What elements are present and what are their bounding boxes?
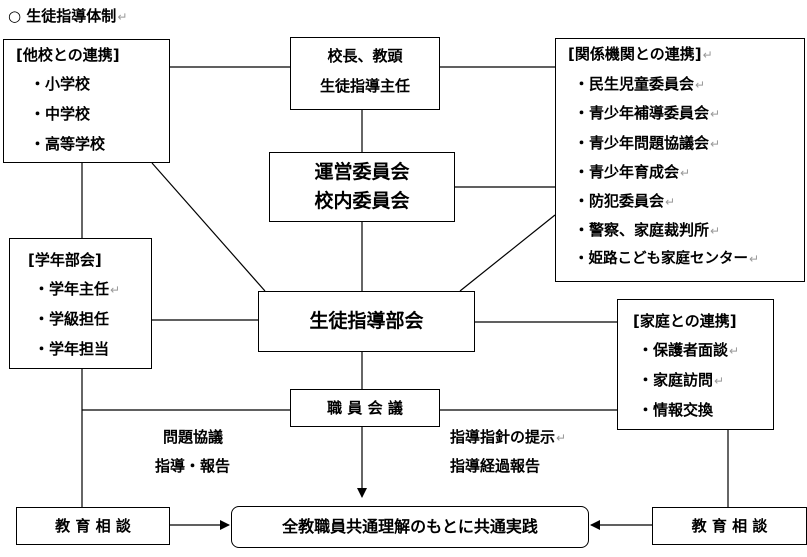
staff-meeting-label: 職 員 会 議 bbox=[327, 399, 403, 417]
staff-meeting-box: 職 員 会 議 bbox=[290, 389, 440, 427]
other-schools-heading: [他校との連携] bbox=[16, 46, 120, 64]
guidance-label: 生徒指導部会 bbox=[309, 310, 424, 332]
list-item: ・青少年問題協議会↵ bbox=[574, 134, 721, 152]
principal-line2: 生徒指導主任 bbox=[319, 77, 410, 95]
committee-box: 運営委員会 校内委員会 bbox=[269, 152, 455, 222]
list-item: ・防犯委員会↵ bbox=[574, 192, 676, 210]
counsel-left-box: 教 育 相 談 bbox=[16, 507, 170, 545]
left-label-line2: 指導・報告 bbox=[155, 457, 231, 475]
family-box: [家庭との連携] ・保護者面談↵ ・家庭訪問↵ ・情報交換 bbox=[617, 299, 774, 430]
list-item: ・家庭訪問↵ bbox=[638, 371, 725, 389]
right-label-line2: 指導経過報告 bbox=[450, 457, 541, 475]
left-label-line1: 問題協議 bbox=[163, 428, 224, 446]
list-item: ・高等学校 bbox=[30, 135, 106, 153]
list-item: ・姫路こども家庭センター↵ bbox=[574, 251, 760, 267]
common-practice-label: 全教職員共通理解のもとに共通実践 bbox=[282, 517, 538, 536]
list-item: ・保護者面談↵ bbox=[638, 341, 740, 359]
diagram-title: ○ 生徒指導体制↵ bbox=[8, 7, 128, 25]
list-item: ・学年担当 bbox=[34, 340, 110, 358]
committee-line1: 運営委員会 bbox=[314, 161, 410, 183]
agencies-box: [関係機関との連携]↵ ・民生児童委員会↵ ・青少年補導委員会↵ ・青少年問題協… bbox=[555, 38, 805, 282]
counsel-left-label: 教 育 相 談 bbox=[55, 517, 131, 535]
list-item: ・情報交換 bbox=[638, 401, 714, 419]
list-item: ・警察、家庭裁判所↵ bbox=[574, 221, 721, 239]
guidance-box: 生徒指導部会 bbox=[258, 291, 475, 352]
list-item: ・青少年補導委員会↵ bbox=[574, 104, 721, 122]
list-item: ・中学校 bbox=[30, 105, 91, 123]
other-schools-box: [他校との連携] ・小学校 ・中学校 ・高等学校 bbox=[3, 39, 170, 163]
principal-box: 校長、教頭 生徒指導主任 bbox=[290, 37, 440, 110]
agencies-heading: [関係機関との連携]↵ bbox=[568, 45, 713, 63]
connector-line bbox=[459, 214, 556, 292]
list-item: ・学年主任↵ bbox=[34, 280, 121, 298]
connector-line bbox=[151, 162, 266, 292]
counsel-right-label: 教 育 相 談 bbox=[691, 517, 768, 535]
grade-box: [学年部会] ・学年主任↵ ・学級担任 ・学年担当 bbox=[9, 238, 152, 369]
committee-line2: 校内委員会 bbox=[314, 190, 410, 212]
grade-heading: [学年部会] bbox=[28, 251, 102, 269]
right-label-line1: 指導指針の提示↵ bbox=[450, 428, 567, 446]
principal-line1: 校長、教頭 bbox=[327, 47, 403, 65]
list-item: ・学級担任 bbox=[34, 310, 110, 328]
counsel-right-box: 教 育 相 談 bbox=[652, 507, 807, 545]
list-item: ・民生児童委員会↵ bbox=[574, 75, 706, 93]
list-item: ・青少年育成会↵ bbox=[574, 163, 691, 181]
list-item: ・小学校 bbox=[30, 75, 91, 93]
family-heading: [家庭との連携] bbox=[633, 312, 737, 330]
common-practice-box: 全教職員共通理解のもとに共通実践 bbox=[231, 506, 589, 548]
